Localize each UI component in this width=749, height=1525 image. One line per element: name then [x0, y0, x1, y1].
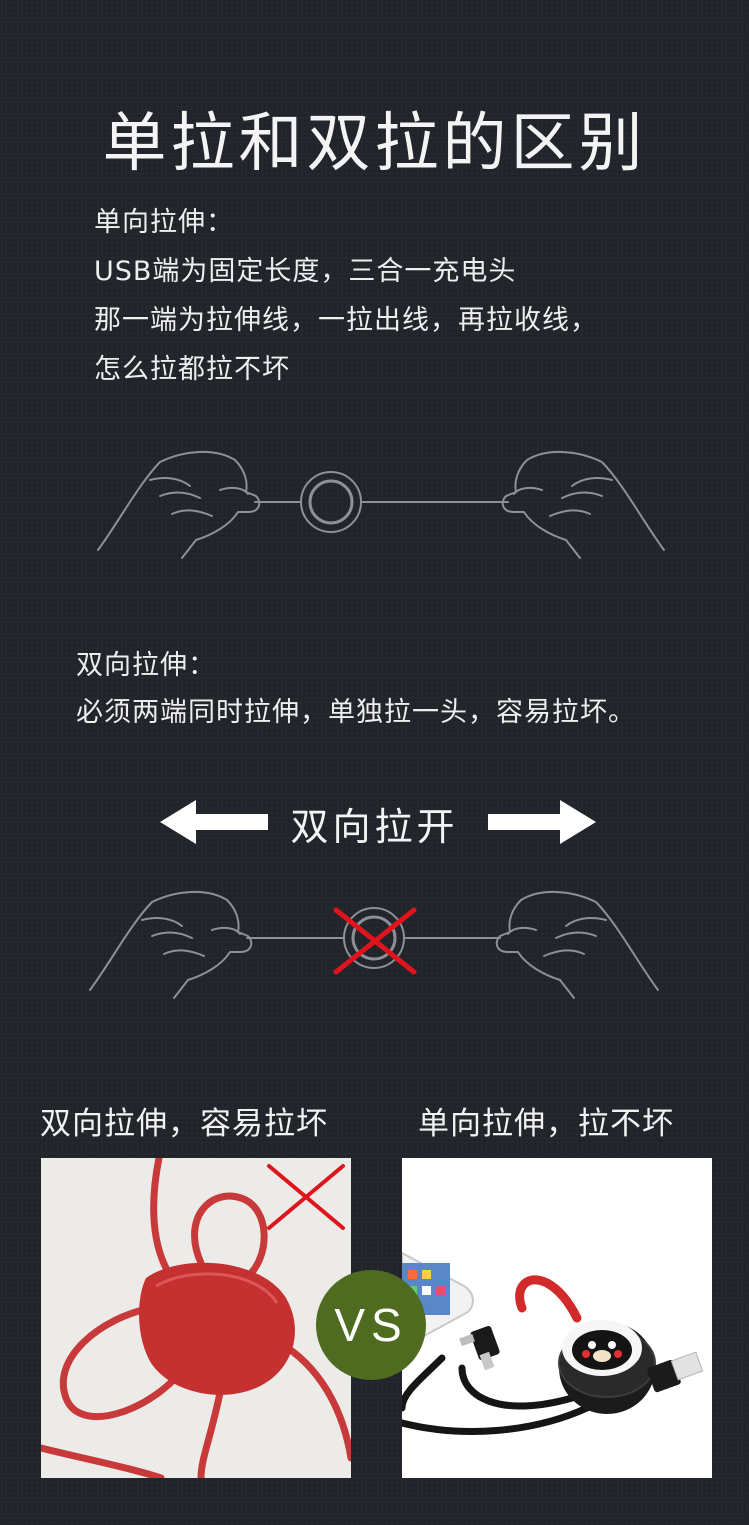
double-pull-heading: 双向拉伸： [76, 650, 216, 681]
reel-icon [343, 907, 405, 969]
reel-icon [558, 1320, 656, 1414]
cross-icon [267, 1164, 345, 1230]
right-caption: 单向拉伸，拉不坏 [418, 1106, 674, 1142]
left-hand-icon [97, 451, 261, 559]
single-pull-description: 单向拉伸： USB端为固定长度，三合一充电头 那一端为拉伸线，一拉出线，再拉收线… [94, 198, 598, 394]
single-pull-line-2: 那一端为拉伸线，一拉出线，再拉收线， [94, 305, 598, 336]
double-pull-illustration [89, 891, 659, 999]
double-pull-description: 双向拉伸： 必须两端同时拉伸，单独拉一头，容易拉坏。 [76, 642, 636, 736]
reel-icon [300, 471, 362, 533]
left-caption: 双向拉伸，容易拉坏 [40, 1106, 328, 1142]
page-title: 单拉和双拉的区别 [102, 107, 647, 181]
single-pull-line-1: USB端为固定长度，三合一充电头 [94, 256, 517, 287]
arrow-right-icon [488, 800, 596, 844]
pull-both-label: 双向拉开 [290, 805, 459, 849]
cross-icon [333, 907, 417, 975]
single-pull-line-3: 怎么拉都拉不坏 [94, 354, 290, 385]
single-pull-illustration [97, 451, 665, 559]
double-pull-photo [41, 1158, 351, 1478]
arrow-left-icon [160, 800, 268, 844]
single-pull-heading: 单向拉伸： [94, 207, 234, 238]
single-pull-photo [402, 1158, 712, 1478]
right-hand-icon [495, 891, 659, 999]
double-pull-line: 必须两端同时拉伸，单独拉一头，容易拉坏。 [76, 697, 636, 728]
red-cable-image [41, 1158, 351, 1478]
vs-badge: VS [316, 1270, 426, 1380]
left-hand-icon [89, 891, 253, 999]
reel-cable-image [402, 1158, 712, 1478]
right-hand-icon [501, 451, 665, 559]
